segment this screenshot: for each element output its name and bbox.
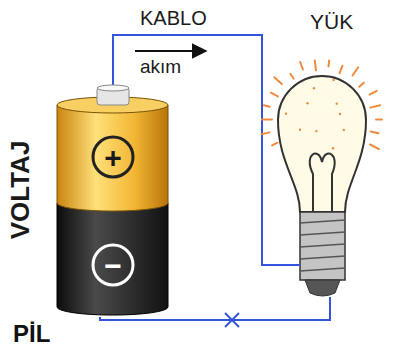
wire-label: KABLO: [140, 7, 207, 29]
bulb-shape: [275, 62, 370, 297]
battery-label: PİL: [13, 321, 50, 347]
battery: +−PİL: [55, 85, 170, 317]
minus-sign: −: [104, 249, 122, 282]
plus-sign: +: [104, 141, 122, 174]
current-arrow: [135, 50, 206, 52]
battery-shape: [55, 85, 170, 317]
voltage-label: VOLTAJ: [6, 141, 35, 240]
load-label: YÜK: [310, 10, 353, 33]
current-label: akım: [140, 57, 181, 78]
light-bulb: YÜK: [275, 62, 370, 297]
